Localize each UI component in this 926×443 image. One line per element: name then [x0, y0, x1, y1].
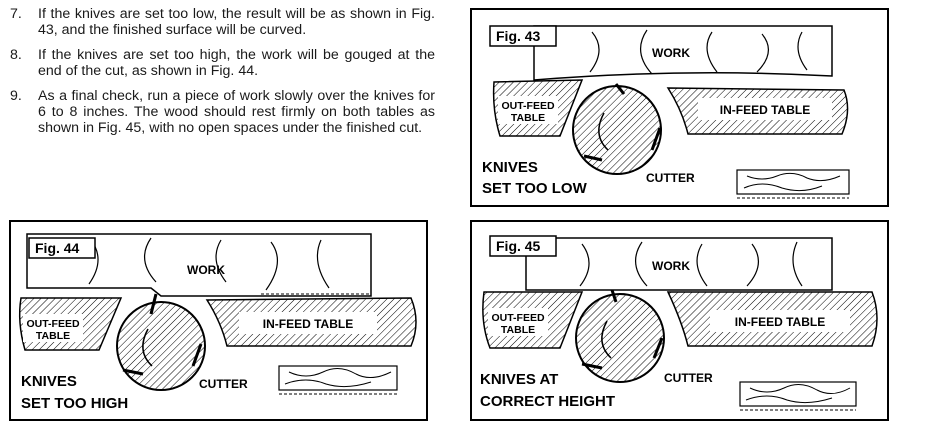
out-feed-label-2: TABLE [501, 324, 535, 336]
in-feed-label-bg [698, 98, 832, 120]
out-feed-label-bg [488, 308, 548, 336]
in-feed-label: IN-FEED TABLE [720, 103, 810, 117]
cutter-arrow [142, 328, 153, 367]
knife-blade-right [191, 343, 203, 367]
instruction-step-9: 9. As a final check, run a piece of work… [10, 88, 435, 136]
knives-correct-height-illustration: Fig. 45 WORK OUT-FEED TABLE IN-FEED TABL… [480, 235, 878, 411]
out-feed-label-bg [498, 96, 558, 124]
in-feed-label-bg [239, 312, 377, 334]
caption-line-2: SET TOO LOW [482, 180, 588, 197]
in-feed-label: IN-FEED TABLE [735, 315, 825, 329]
knife-blade-top [614, 83, 626, 95]
caption-line-2: CORRECT HEIGHT [480, 393, 615, 410]
out-feed-label-2: TABLE [511, 112, 545, 124]
step-number: 7. [10, 6, 22, 22]
cutter-arrow [601, 320, 612, 359]
figure-label-box [489, 25, 557, 47]
out-feed-label-bg [23, 314, 83, 342]
instruction-step-7: 7. If the knives are set too low, the re… [10, 6, 435, 38]
cutter-label: CUTTER [646, 171, 695, 185]
work-label: WORK [652, 46, 690, 60]
knife-blade-left [581, 362, 603, 370]
step-text: As a final check, run a piece of work sl… [38, 88, 435, 136]
work-piece [533, 25, 833, 81]
figure-44: Fig. 44 WORK OUT-FEED TABLE IN-FEED TABL… [9, 220, 428, 421]
cutter-label: CUTTER [199, 377, 248, 391]
knives-too-high-illustration: Fig. 44 WORK OUT-FEED TABLE IN-FEED TABL… [18, 233, 417, 412]
figure-label-box [489, 235, 557, 257]
out-feed-label: OUT-FEED [491, 312, 545, 324]
work-label: WORK [187, 263, 225, 277]
caption-line-1: KNIVES [482, 159, 538, 176]
finished-board-sketch [736, 169, 850, 199]
work-label: WORK [652, 259, 690, 273]
knife-blade-top [610, 289, 618, 303]
knife-blade-right [650, 127, 662, 151]
cutter-head [575, 293, 665, 383]
work-piece [525, 237, 833, 291]
cutter-arrow [598, 112, 609, 151]
in-feed-label: IN-FEED TABLE [263, 317, 353, 331]
work-piece [26, 233, 372, 297]
knives-too-low-illustration: Fig. 43 WORK OUT-FEED TABLE IN-FEED TABL… [482, 25, 850, 199]
step-text: If the knives are set too high, the work… [38, 47, 435, 79]
out-feed-label-2: TABLE [36, 330, 70, 342]
figure-label: Fig. 45 [496, 238, 541, 254]
instruction-step-8: 8. If the knives are set too high, the w… [10, 47, 435, 79]
instruction-list: 7. If the knives are set too low, the re… [10, 6, 435, 145]
caption-line-2: SET TOO HIGH [21, 395, 128, 412]
knife-blade-left [583, 154, 603, 162]
finished-board-sketch [278, 365, 398, 395]
cutter-head [116, 301, 206, 391]
cutter-head [572, 85, 662, 175]
knife-blade-top [149, 293, 158, 315]
caption-line-1: KNIVES [21, 373, 77, 390]
cutter-label: CUTTER [664, 371, 713, 385]
figure-45: Fig. 45 WORK OUT-FEED TABLE IN-FEED TABL… [470, 220, 889, 421]
caption-line-1: KNIVES AT [480, 371, 558, 388]
out-feed-label: OUT-FEED [501, 100, 555, 112]
finished-board-sketch [739, 381, 857, 411]
out-feed-label: OUT-FEED [26, 318, 80, 330]
figure-label: Fig. 44 [35, 240, 80, 256]
figure-label: Fig. 43 [496, 28, 541, 44]
step-text: If the knives are set too low, the resul… [38, 6, 435, 38]
figure-43: Fig. 43 WORK OUT-FEED TABLE IN-FEED TABL… [470, 8, 889, 207]
in-feed-label-bg [710, 310, 850, 332]
figure-label-box [28, 237, 96, 259]
knife-blade-right [652, 337, 664, 359]
step-number: 8. [10, 47, 22, 63]
knife-blade-left [122, 368, 144, 376]
step-number: 9. [10, 88, 22, 104]
